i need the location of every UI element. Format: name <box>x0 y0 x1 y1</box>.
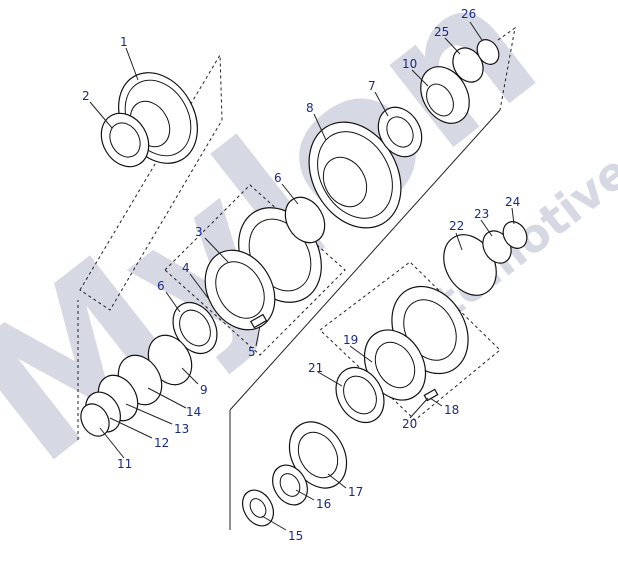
callout-15: 15 <box>288 529 303 543</box>
callout-13: 13 <box>174 422 189 436</box>
part-10-sleeve <box>420 66 470 124</box>
part-17-gear <box>288 421 348 489</box>
callout-6-upper: 6 <box>274 171 282 185</box>
callout-11: 11 <box>117 457 132 471</box>
callout-14: 14 <box>186 405 201 419</box>
part-8-gear <box>308 121 402 229</box>
part-6-ring-upper <box>284 196 326 244</box>
callout-1: 2 <box>82 89 90 103</box>
callout-24: 24 <box>505 195 520 209</box>
callout-2: 1 <box>120 35 128 49</box>
part-21-ring <box>335 366 385 424</box>
part-11-circlip <box>80 403 110 437</box>
callout-12: 12 <box>154 436 169 450</box>
callout-5: 5 <box>248 345 256 359</box>
callout-22: 22 <box>449 219 464 233</box>
callout-19: 19 <box>343 333 358 347</box>
part-16-needle-bearing <box>272 464 308 506</box>
callouts: 1 2 3 4 5 6 6 7 8 9 10 11 12 13 14 15 16… <box>82 7 520 543</box>
part-3-synchro-assembly <box>204 207 322 331</box>
callout-8: 8 <box>306 101 314 115</box>
callout-26: 26 <box>461 7 476 21</box>
part-24-circlip <box>502 221 528 249</box>
callout-10: 10 <box>402 57 417 71</box>
part-26-circlip <box>476 39 500 65</box>
callout-18: 18 <box>444 403 459 417</box>
part-1-needle-bearing <box>100 112 150 168</box>
callout-9: 9 <box>200 383 208 397</box>
callout-25: 25 <box>434 25 449 39</box>
part-7-bearing <box>377 106 423 158</box>
callout-20: 20 <box>402 417 417 431</box>
callout-21: 21 <box>308 361 323 375</box>
part-15-washer <box>241 489 275 527</box>
part-5-key <box>249 313 268 329</box>
callout-3: 3 <box>195 225 203 239</box>
callout-16: 16 <box>316 497 331 511</box>
part-18-synchro-assembly <box>363 285 469 401</box>
callout-23: 23 <box>474 207 489 221</box>
part-6-ring-lower <box>172 301 218 355</box>
callout-4: 4 <box>182 261 190 275</box>
callout-6-lower: 6 <box>157 279 165 293</box>
callout-17: 17 <box>348 485 363 499</box>
callout-7: 7 <box>368 79 376 93</box>
leader-lines <box>89 21 515 531</box>
